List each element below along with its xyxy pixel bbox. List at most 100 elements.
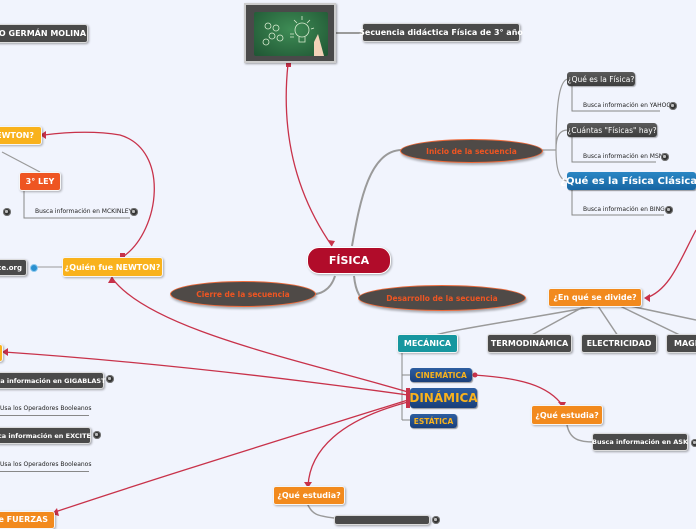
que-estudia-2-node[interactable]: ¿Qué estudia? [273, 486, 345, 505]
magnetismo-node[interactable]: MAGN [666, 334, 696, 353]
leaf-msn[interactable]: Busca información en MSN [583, 153, 664, 160]
globe-icon[interactable] [665, 206, 673, 214]
globe-icon[interactable] [93, 431, 101, 439]
magnetismo-label: MAGN [674, 339, 696, 348]
link-icon[interactable] [30, 264, 38, 272]
fisica-clasica-label: ¿Qué es la Física Clásica? [560, 175, 696, 187]
central-node[interactable]: FÍSICA [307, 247, 391, 274]
relation-clasica-divide [645, 229, 696, 299]
arrowhead [304, 482, 312, 488]
relation-handle [472, 372, 478, 378]
fuerzas-node[interactable]: de FUERZAS [0, 511, 55, 529]
relation-image-central [285, 63, 333, 247]
arrowhead [40, 131, 46, 139]
que-estudia-2-leaf[interactable] [334, 515, 430, 525]
globe-icon[interactable] [669, 102, 677, 110]
lightbulb-icon [262, 16, 324, 56]
quien-fue-newton-node[interactable]: ¿Quién fue NEWTON? [62, 257, 163, 277]
leaf-excite[interactable]: sca información en EXCITE [0, 427, 91, 444]
relation-handle [120, 253, 125, 258]
connector-leaf-msn [571, 137, 656, 163]
connector-newton-ley [1, 151, 41, 173]
dinamica-node[interactable]: DINÁMICA [409, 388, 478, 408]
leaf-ask[interactable]: Busca información en ASK [592, 433, 688, 451]
connector-estudia2-leaf [306, 502, 335, 519]
cuantas-fisicas-node[interactable]: ¿Cuántas "Físicas" hay? [567, 123, 657, 137]
dinamica-label: DINÁMICA [409, 391, 478, 405]
globe-icon[interactable] [130, 208, 138, 216]
image-node[interactable] [244, 3, 336, 63]
fisica-clasica-node[interactable]: ¿Qué es la Física Clásica? [560, 172, 696, 190]
relation-dinamica-newton [111, 277, 409, 393]
globe-icon[interactable] [432, 516, 440, 524]
que-estudia-node[interactable]: ¿Qué estudia? [531, 405, 603, 425]
estatica-node[interactable]: ESTÁTICA [410, 414, 457, 428]
inicio-label: Inicio de la secuencia [426, 146, 517, 156]
mecanica-node[interactable]: MECÁNICA [397, 334, 458, 353]
connector-mecanica-children [401, 352, 410, 421]
arrowhead [644, 294, 650, 302]
leaf-underline [0, 415, 89, 416]
cinematica-label: CINEMÁTICA [415, 370, 467, 380]
title-node[interactable]: Secuencia didáctica Física de 3° año [359, 23, 523, 42]
connector-leaf-yahoo [571, 86, 660, 112]
connector-estudia-ask [566, 424, 595, 443]
desarrollo-label: Desarrollo de la secuencia [386, 293, 498, 303]
connector-leaf-bing [571, 189, 664, 216]
globe-icon[interactable] [661, 153, 669, 161]
inicio-node[interactable]: Inicio de la secuencia [400, 139, 543, 163]
leaf-yahoo[interactable]: Busca información en YAHOO [583, 102, 672, 109]
electricidad-node[interactable]: ELECTRICIDAD [581, 334, 657, 353]
relation-newton-loop [43, 131, 155, 257]
chalkboard-lightbulb-image [254, 12, 328, 56]
cinematica-node[interactable]: CINEMÁTICA [410, 368, 472, 382]
tercera-ley-node[interactable]: 3° LEY [19, 172, 61, 191]
que-es-fisica-label: ¿Qué es la Física? [567, 74, 635, 84]
leaf-gigablast-label: sca información en GIGABLAST [0, 376, 106, 385]
leaf-booleanos-2[interactable]: Usa los Operadores Booleanos [0, 461, 92, 468]
termodinamica-node[interactable]: TERMODINÁMICA [487, 334, 572, 353]
leaf-underline [0, 471, 89, 472]
electricidad-label: ELECTRICIDAD [586, 339, 652, 348]
newton-top-label: EWTON? [0, 131, 34, 140]
newton-top-node[interactable]: EWTON? [0, 126, 42, 145]
arrowhead [328, 240, 335, 246]
arrowhead [108, 276, 116, 283]
cierre-node[interactable]: Cierre de la secuencia [170, 281, 316, 307]
que-estudia-label: ¿Qué estudia? [535, 410, 599, 420]
author-node[interactable]: IO GERMÁN MOLINA [0, 24, 88, 43]
left-offscreen-node[interactable] [0, 344, 3, 362]
connector-divide-branches [431, 305, 696, 341]
globe-icon[interactable] [691, 439, 696, 447]
termodinamica-label: TERMODINÁMICA [490, 339, 569, 348]
quien-fue-newton-label: ¿Quién fue NEWTON? [64, 262, 161, 272]
connector-central-cierre [313, 275, 336, 295]
leaf-bing[interactable]: Busca información en BING [583, 206, 665, 213]
relation-dinamica-estudia2 [307, 401, 409, 487]
newton-site-label: ce.org [0, 263, 22, 272]
relation-dinamica-left-2 [51, 399, 409, 514]
leaf-excite-label: sca información en EXCITE [0, 431, 91, 440]
cierre-label: Cierre de la secuencia [196, 289, 290, 299]
leaf-mckinley[interactable]: Busca información en MCKINLEY [35, 208, 133, 215]
globe-icon[interactable] [3, 208, 11, 216]
newton-site-node[interactable]: ce.org [0, 259, 27, 276]
connector-central-inicio [351, 149, 403, 247]
central-label: FÍSICA [328, 254, 370, 267]
globe-icon[interactable] [106, 375, 114, 383]
que-es-fisica-node[interactable]: ¿Qué es la Física? [567, 72, 635, 86]
divide-label: ¿En qué se divide? [553, 293, 637, 302]
relation-handle [286, 62, 291, 67]
desarrollo-node[interactable]: Desarrollo de la secuencia [358, 285, 526, 311]
title-label: Secuencia didáctica Física de 3° año [359, 28, 523, 37]
arrowhead [2, 348, 8, 356]
tercera-ley-label: 3° LEY [25, 177, 55, 186]
relation-dinamica-left-1 [3, 351, 409, 396]
que-estudia-2-label: ¿Qué estudia? [277, 491, 341, 500]
divide-node[interactable]: ¿En qué se divide? [548, 288, 642, 307]
leaf-booleanos-1[interactable]: Usa los Operadores Booleanos [0, 405, 92, 412]
leaf-gigablast[interactable]: sca información en GIGABLAST [0, 372, 106, 389]
mecanica-label: MECÁNICA [403, 339, 452, 348]
leaf-ask-label: Busca información en ASK [592, 438, 688, 446]
estatica-label: ESTÁTICA [413, 416, 454, 426]
